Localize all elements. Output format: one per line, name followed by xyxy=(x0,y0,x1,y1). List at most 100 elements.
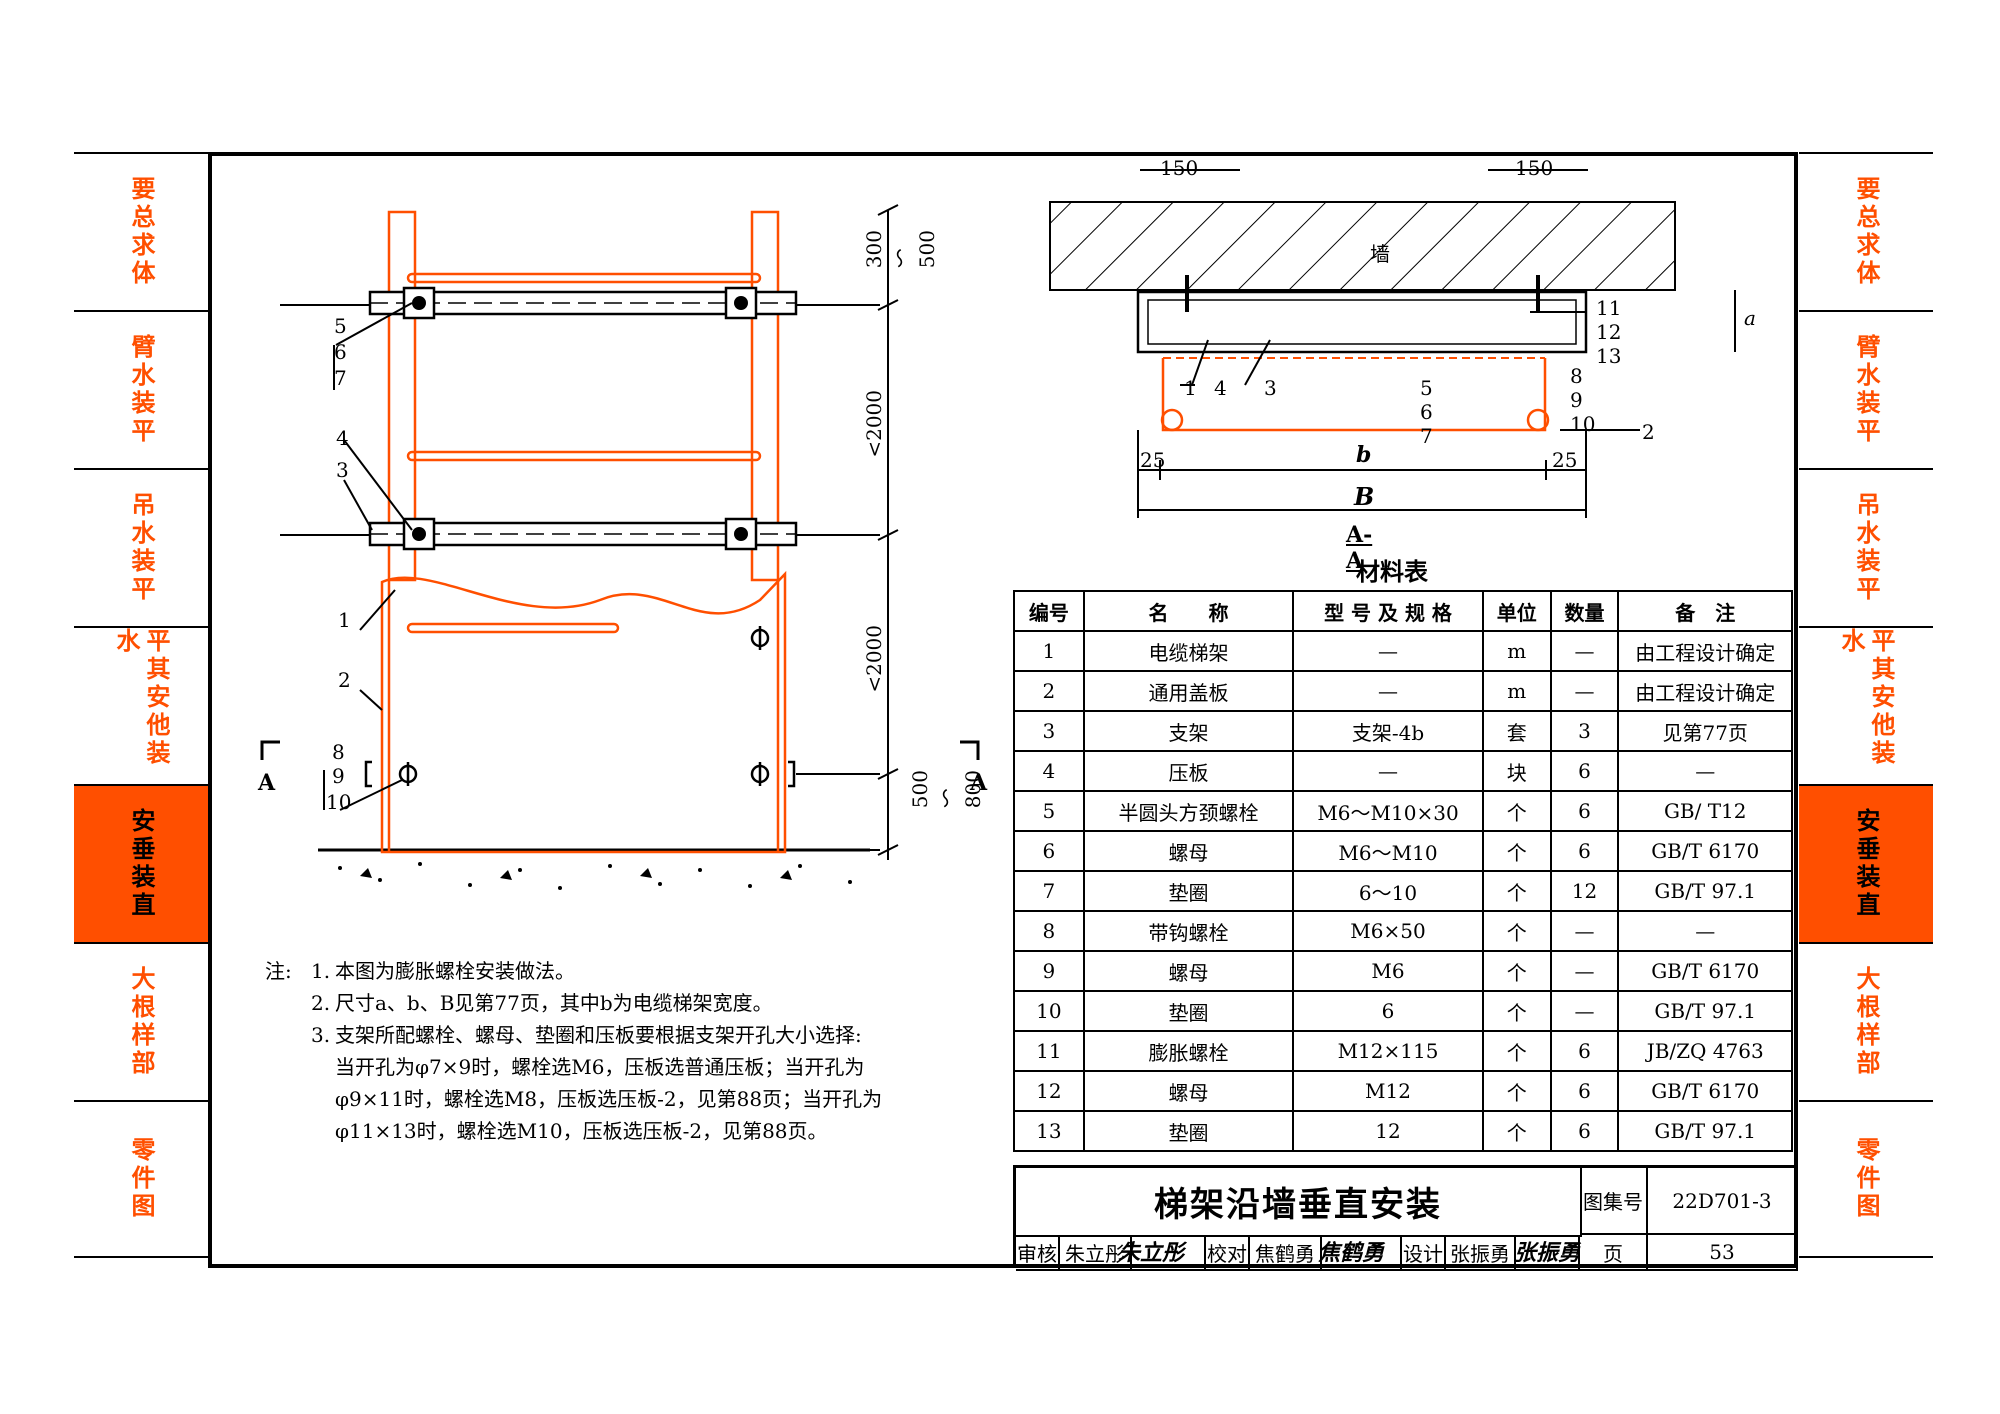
table-cell: JB/ZQ 4763 xyxy=(1617,1030,1793,1072)
bracket-section xyxy=(1136,290,1588,354)
hook-left xyxy=(1160,408,1184,432)
side-tab[interactable]: 零件图 xyxy=(74,1100,208,1258)
table-cell: m xyxy=(1481,630,1552,672)
item-label: 6 xyxy=(334,340,347,364)
side-tab[interactable]: 大根样部 xyxy=(74,942,208,1100)
table-cell: 6 xyxy=(1549,1110,1620,1152)
item-label: 2 xyxy=(1642,420,1655,444)
checker-name: 焦鹤勇 xyxy=(1250,1235,1322,1271)
table-cell: 6 xyxy=(1549,790,1620,832)
table-cell: 垫圈 xyxy=(1082,870,1295,912)
atlas-number: 22D701-3 xyxy=(1648,1168,1798,1235)
table-cell: 个 xyxy=(1481,1030,1552,1072)
item-label: 1 xyxy=(338,608,351,632)
table-cell: — xyxy=(1292,750,1484,792)
note-text: φ11×13时，螺栓选M10，压板选压板-2，见第88页。 xyxy=(335,1119,828,1143)
item-label: 7 xyxy=(334,366,347,390)
notes-label: 注: xyxy=(265,959,292,983)
table-cell: 6～10 xyxy=(1292,870,1484,912)
table-cell: 螺母 xyxy=(1082,830,1295,872)
table-cell: — xyxy=(1617,750,1793,792)
section-title: A-A xyxy=(1346,522,1373,574)
side-tab-active[interactable]: 安垂装直 xyxy=(1799,784,1933,942)
section-mark-lines xyxy=(260,740,980,760)
item-label: 3 xyxy=(336,458,349,482)
table-cell: 个 xyxy=(1481,910,1552,952)
table-cell: GB/T 97.1 xyxy=(1617,1110,1793,1152)
side-tab[interactable]: 要总求体 xyxy=(74,152,208,310)
table-cell: 9 xyxy=(1013,950,1085,992)
column-header: 名 称 xyxy=(1082,590,1295,632)
item-label: 9 xyxy=(332,764,345,788)
atlas-label: 图集号 xyxy=(1580,1168,1648,1235)
table-cell: 螺母 xyxy=(1082,950,1295,992)
table-cell: M6 xyxy=(1292,950,1484,992)
table-cell: 6 xyxy=(1549,750,1620,792)
table-cell: — xyxy=(1549,990,1620,1032)
section-view xyxy=(1049,169,1736,518)
side-tab[interactable]: 要总求体 xyxy=(1799,152,1933,310)
side-tab[interactable]: 吊水装平 xyxy=(1799,468,1933,626)
dimension-text: <2000 xyxy=(862,625,886,693)
side-tab[interactable]: 臂水装平 xyxy=(1799,310,1933,468)
table-cell: 1 xyxy=(1013,630,1085,672)
table-cell: 12 xyxy=(1549,870,1620,912)
item-label: 8 9 10 xyxy=(1570,364,1596,436)
table-cell: GB/T 6170 xyxy=(1617,830,1793,872)
side-tab-active[interactable]: 安垂装直 xyxy=(74,784,208,942)
column-header: 单位 xyxy=(1481,590,1552,632)
signature-designer: 张振勇 xyxy=(1514,1240,1582,1266)
item-label: 10 xyxy=(326,790,352,814)
side-tab[interactable]: 平其安他装水 xyxy=(74,626,208,784)
side-tabs-right: 要总求体 臂水装平 吊水装平 平其安他装水 安垂装直 大根样部 零件图 xyxy=(1799,152,1933,1258)
side-tab[interactable]: 臂水装平 xyxy=(74,310,208,468)
item-label: 1 xyxy=(1184,376,1197,400)
column-header: 编号 xyxy=(1013,590,1085,632)
note-number: 2. xyxy=(311,991,331,1015)
table-cell: m xyxy=(1481,670,1552,712)
item-label: 4 xyxy=(336,426,349,450)
design-label: 设计 xyxy=(1402,1235,1446,1271)
table-cell: — xyxy=(1549,950,1620,992)
table-cell: 套 xyxy=(1481,710,1552,752)
side-tab[interactable]: 零件图 xyxy=(1799,1100,1933,1258)
signature-reviewer: 朱立彤 xyxy=(1118,1240,1188,1266)
side-tab[interactable]: 平其安他装水 xyxy=(1799,626,1933,784)
table-cell: 个 xyxy=(1481,1110,1552,1152)
page-label: 页 xyxy=(1580,1235,1648,1271)
table-cell: 垫圈 xyxy=(1082,1110,1295,1152)
table-cell: 带钩螺栓 xyxy=(1082,910,1295,952)
table-cell: 螺母 xyxy=(1082,1070,1295,1112)
elevation-view xyxy=(260,204,980,890)
item-label: 4 xyxy=(1214,376,1227,400)
table-cell: 电缆梯架 xyxy=(1082,630,1295,672)
notes: 注: 1. 本图为膨胀螺栓安装做法。 2. 尺寸a、b、B见第77页，其中b为电… xyxy=(265,955,995,1147)
note-number: 3. xyxy=(311,1023,331,1047)
side-tab[interactable]: 吊水装平 xyxy=(74,468,208,626)
note-text: 本图为膨胀螺栓安装做法。 xyxy=(335,959,575,983)
wall-hatch xyxy=(1049,201,1676,291)
bolt-marks xyxy=(412,296,748,541)
dimension-text: b xyxy=(1356,442,1372,468)
table-cell: 个 xyxy=(1481,990,1552,1032)
item-label: 11 12 13 xyxy=(1596,296,1622,368)
table-cell: 6 xyxy=(1292,990,1484,1032)
signature-checker: 焦鹤勇 xyxy=(1318,1240,1386,1266)
note-text: φ9×11时，螺栓选M8，压板选压板-2，见第88页；当开孔为 xyxy=(335,1087,883,1111)
table-cell: 12 xyxy=(1292,1110,1484,1152)
side-tab[interactable]: 大根样部 xyxy=(1799,942,1933,1100)
drawing-title: 梯架沿墙垂直安装 xyxy=(1016,1168,1582,1237)
reviewer-name: 朱立彤 xyxy=(1060,1235,1132,1271)
designer-signature-cell xyxy=(1516,1235,1580,1271)
ladder-rails xyxy=(387,210,780,852)
title-block: 梯架沿墙垂直安装 图集号 22D701-3 审核 朱立彤 校对 焦鹤勇 设计 张… xyxy=(1013,1165,1798,1271)
table-cell: 支架-4b xyxy=(1292,710,1484,752)
dimension-text: 500～800 xyxy=(908,770,985,809)
support-brackets xyxy=(368,286,798,551)
